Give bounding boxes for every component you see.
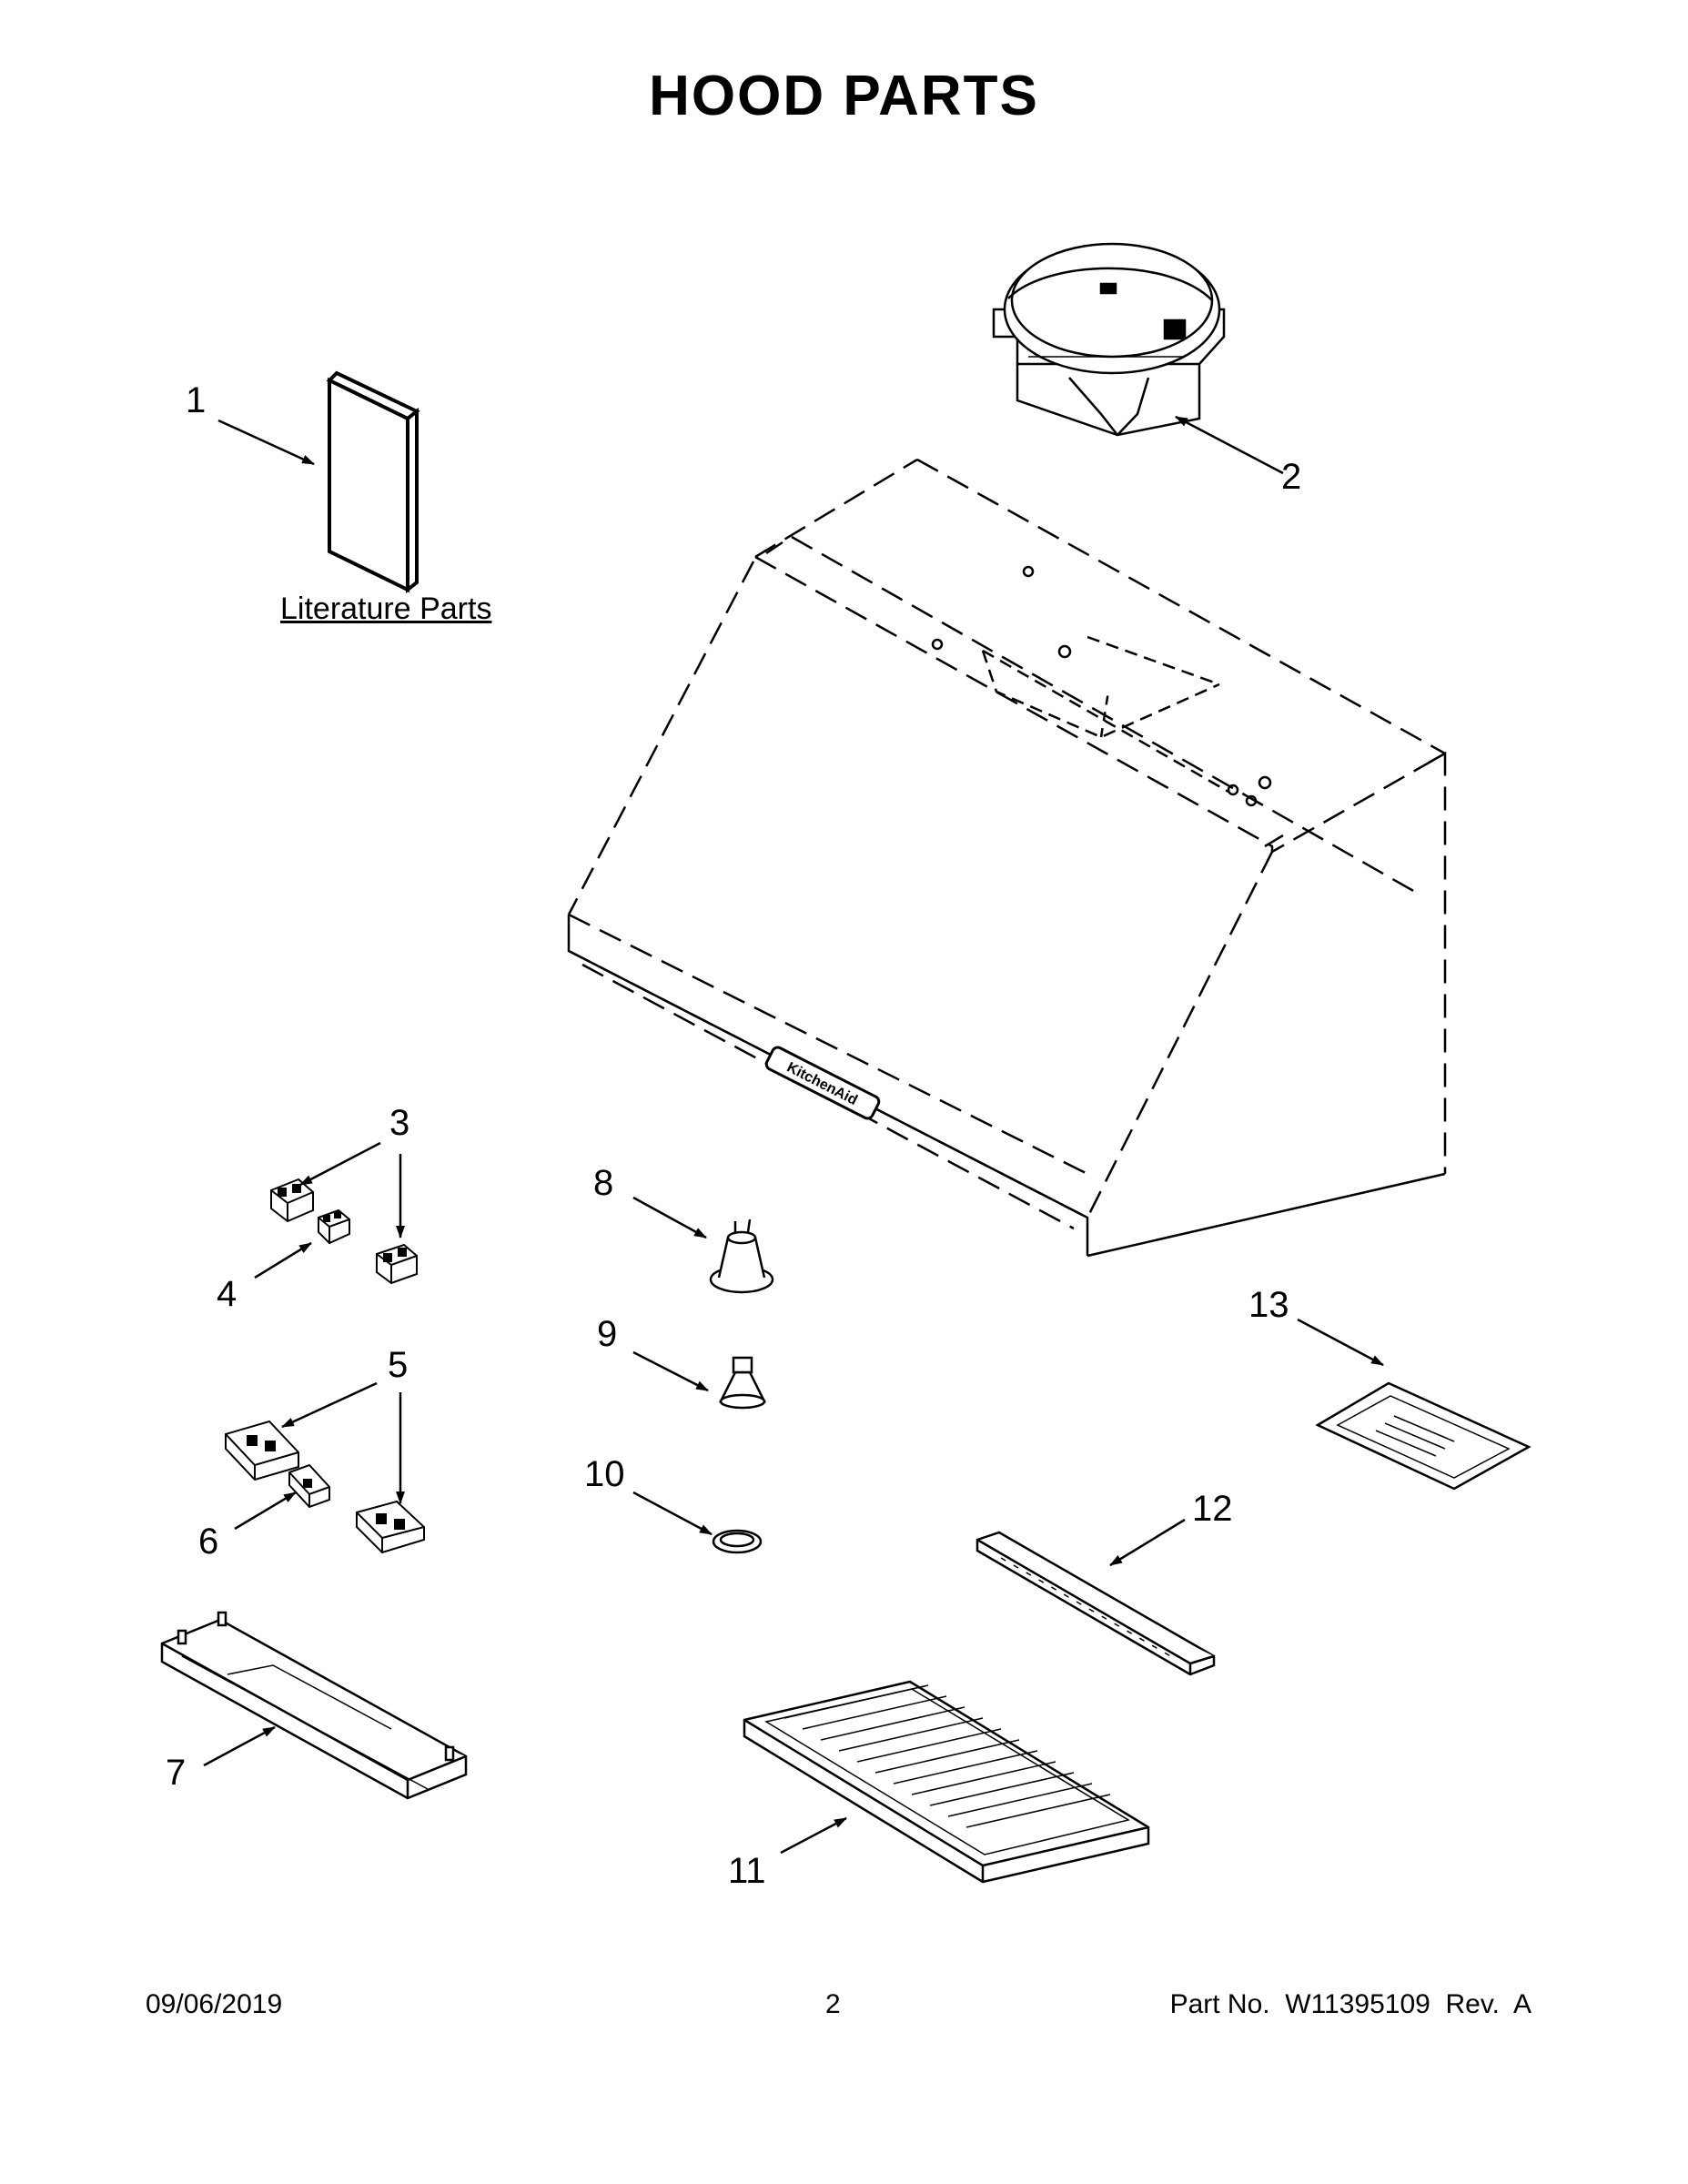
callout-2: 2 [1281, 457, 1302, 497]
part-control-panel [160, 1611, 468, 1800]
callout-8: 8 [593, 1163, 614, 1203]
part-filter-rail [975, 1531, 1216, 1676]
part-grease-filter [743, 1680, 1150, 1884]
callout-3: 3 [389, 1103, 410, 1143]
footer-date: 09/06/2019 [146, 1989, 283, 2019]
callout-13: 13 [1248, 1285, 1289, 1325]
part-filter-packet [1315, 1381, 1531, 1491]
callout-10: 10 [584, 1454, 625, 1494]
callout-1: 1 [186, 380, 207, 420]
part-lens-ring [712, 1529, 763, 1554]
leader-arrows [203, 415, 1384, 1855]
part-blower [992, 242, 1226, 437]
part-switches [225, 1420, 425, 1554]
footer-part-number: Part No. W11395109 Rev. A [1169, 1989, 1531, 2019]
part-connectors [270, 1178, 418, 1285]
callout-5: 5 [388, 1345, 409, 1385]
literature-parts-label: Literature Parts [280, 592, 492, 626]
callout-9: 9 [597, 1314, 618, 1354]
callout-7: 7 [166, 1753, 187, 1793]
callout-12: 12 [1192, 1489, 1233, 1529]
hood-logo-badge: KitchenAid [764, 1046, 881, 1120]
part-literature-booklet [326, 370, 420, 594]
footer-page-number: 2 [825, 1989, 841, 2019]
part-light-bulb [718, 1356, 767, 1410]
callout-6: 6 [198, 1522, 219, 1562]
callout-11: 11 [728, 1851, 766, 1891]
part-hood-body [567, 458, 1447, 1258]
part-light-socket [709, 1218, 774, 1294]
callout-4: 4 [217, 1274, 238, 1314]
page-title: HOOD PARTS [649, 65, 1039, 127]
